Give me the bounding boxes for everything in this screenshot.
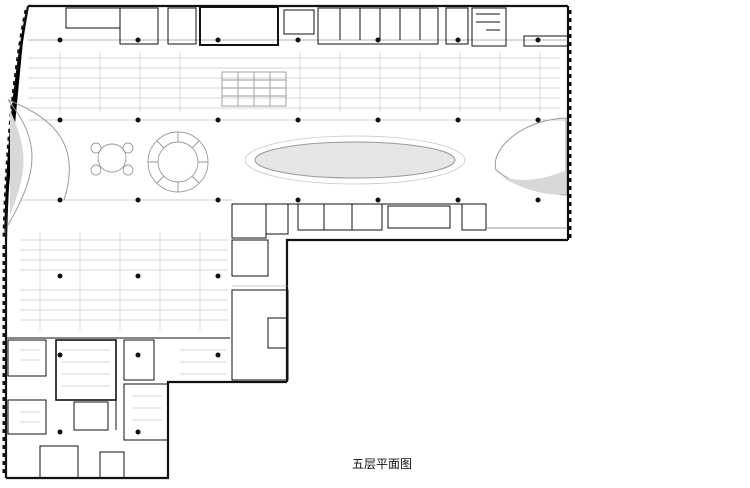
outer-walls	[4, 4, 570, 480]
left-workstations	[20, 232, 228, 330]
structural-columns	[57, 37, 541, 435]
right-atrium-lens	[494, 117, 567, 196]
central-core	[221, 71, 287, 107]
atrium-void	[244, 135, 466, 185]
round-table-cluster	[90, 142, 134, 176]
spiral-stair	[147, 131, 209, 193]
bottom-left-rooms	[6, 337, 230, 479]
top-rooms	[28, 6, 569, 47]
left-atrium-lens	[7, 99, 70, 226]
middle-rooms	[231, 203, 566, 381]
plan-lines	[20, 119, 568, 287]
bottom-left-furniture	[20, 349, 226, 423]
top-workstations	[28, 52, 560, 112]
drawing-caption: 五层平面图	[352, 457, 413, 471]
